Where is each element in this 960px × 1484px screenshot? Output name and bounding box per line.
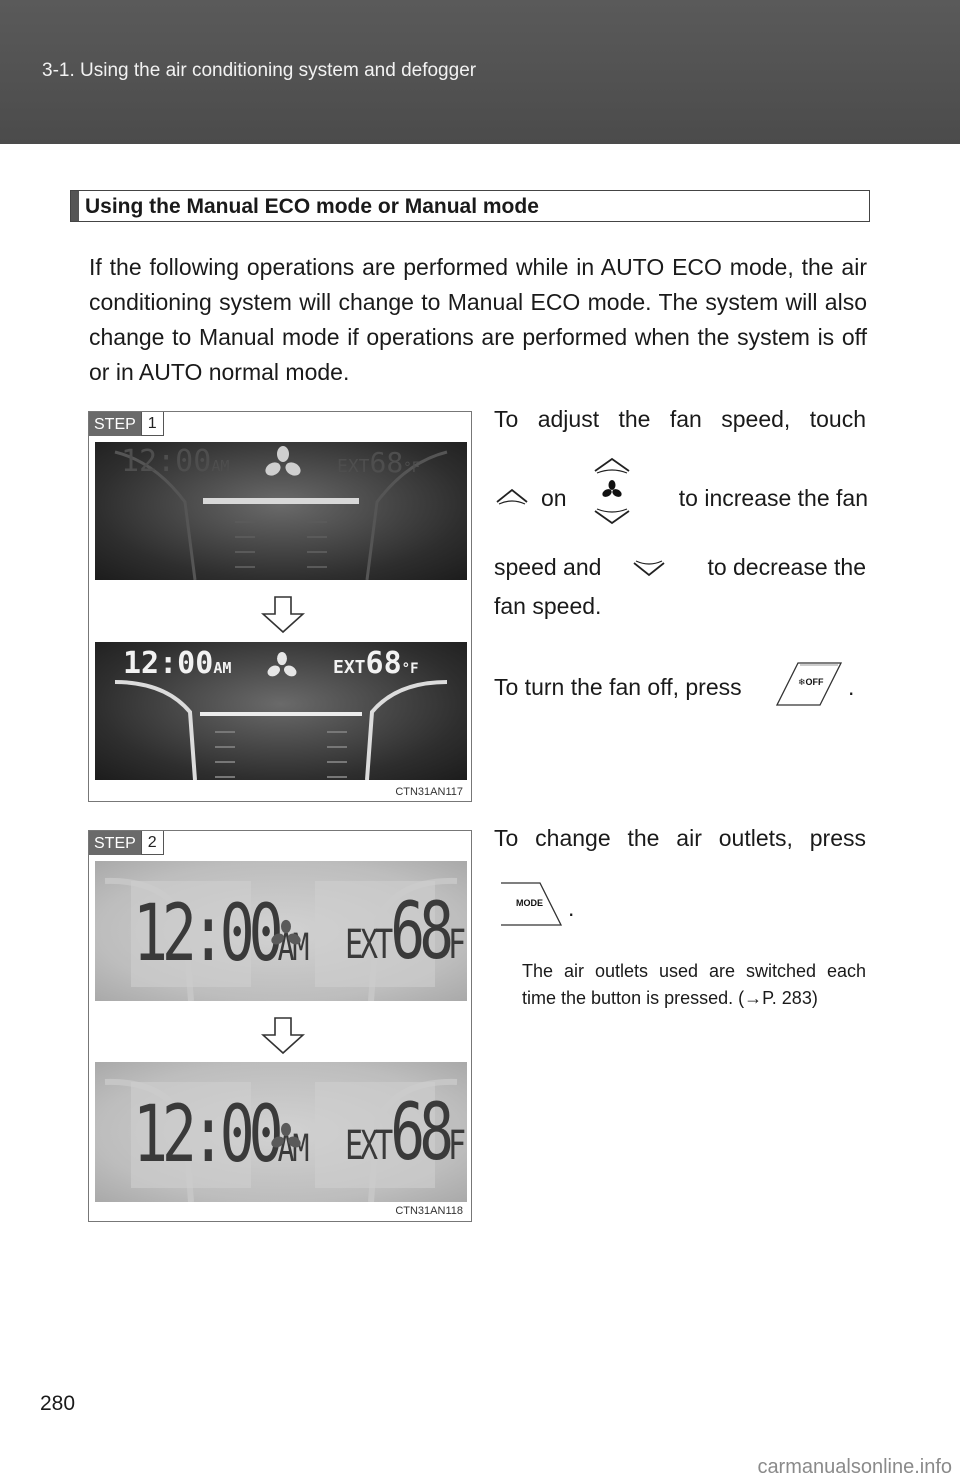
section-title-bar: [71, 191, 79, 221]
step1-tag: STEP 1: [89, 412, 164, 436]
temp-unit: °F: [403, 460, 421, 476]
off-button-label: ❄OFF: [798, 677, 824, 687]
fan-icon: [271, 1120, 301, 1158]
step1-display-before: 12:00AM EXT68°F: [95, 442, 467, 580]
time-readout: 12:00: [133, 887, 284, 979]
page-number: 280: [40, 1392, 76, 1415]
step1-text-line1: To adjust the fan speed, touch: [494, 406, 866, 432]
ampm-readout: AM: [213, 659, 232, 677]
time-readout: 12:00: [133, 1088, 284, 1180]
step2-figure: STEP 2 12:00AM EXT68F: [88, 830, 472, 1222]
ampm-readout: AM: [211, 457, 230, 475]
mode-button-icon: MODE: [500, 882, 562, 926]
arrow-down-icon: [261, 596, 305, 634]
section-title: Using the Manual ECO mode or Manual mode: [85, 195, 539, 218]
figure-code: CTN31AN118: [395, 1205, 463, 1217]
fan-icon: [267, 652, 297, 684]
mode-button-label: MODE: [516, 898, 543, 908]
period: .: [568, 895, 575, 921]
text-fan-speed: fan speed.: [494, 593, 602, 619]
ext-label: EXT: [345, 1122, 393, 1170]
step-number: 1: [140, 412, 164, 436]
text-on: on: [541, 485, 567, 511]
ext-label: EXT: [333, 657, 366, 678]
text-increase: to increase the fan: [678, 485, 868, 511]
arrow-down-icon: [261, 1017, 305, 1055]
fan-up-icon: [496, 488, 528, 505]
time-readout: 12:00: [121, 444, 212, 479]
temp-readout: 68: [369, 446, 404, 479]
fan-icon: [271, 917, 301, 955]
ext-label: EXT: [345, 921, 393, 969]
temp-readout: 68: [390, 885, 454, 977]
temp-readout: 68: [390, 1086, 454, 1178]
temp-readout: 68: [365, 646, 402, 681]
fan-speed-stepper-icon: [594, 457, 630, 525]
ampm-readout: AM: [277, 924, 310, 970]
lcd-frame: [104, 877, 458, 1001]
step-label: STEP: [89, 412, 141, 436]
fan-off-button-icon: ❄OFF: [776, 662, 842, 706]
watermark: carmanualsonline.info: [757, 1456, 952, 1478]
step-label: STEP: [89, 831, 141, 855]
page-header: 3-1. Using the air conditioning system a…: [0, 0, 960, 144]
step2-display-before: 12:00AM EXT68F: [95, 861, 467, 1001]
step2-note: The air outlets used are switched each t…: [522, 961, 866, 1008]
text-fan-off: To turn the fan off, press: [494, 674, 742, 700]
text-speed-and: speed and: [494, 554, 602, 580]
step2-text-line1: To change the air outlets, press: [494, 825, 866, 851]
dash-lines: [114, 450, 448, 580]
step1-figure: STEP 1 12:00AM: [88, 411, 472, 802]
intro-paragraph: If the following operations are performe…: [89, 254, 867, 385]
dash-lines-after: [114, 680, 448, 780]
text-decrease: to decrease the: [707, 554, 866, 580]
temp-unit: °F: [401, 661, 419, 677]
step2-display-after: 12:00AM EXT68F: [95, 1062, 467, 1202]
temp-unit: F: [448, 1122, 466, 1170]
period: .: [848, 674, 855, 700]
figure-code: CTN31AN117: [395, 786, 463, 798]
step2-tag: STEP 2: [89, 831, 164, 855]
time-readout: 12:00: [123, 646, 214, 681]
ext-label: EXT: [337, 456, 370, 477]
section-title-box: Using the Manual ECO mode or Manual mode: [70, 190, 870, 222]
fan-icon: [265, 446, 301, 484]
step1-display-after: 12:00AM EXT68°F: [95, 642, 467, 780]
chapter-title: 3-1. Using the air conditioning system a…: [42, 60, 477, 81]
step-number: 2: [140, 831, 164, 855]
lcd-frame: [104, 1078, 458, 1202]
fan-down-icon: [633, 560, 665, 577]
temp-unit: F: [448, 921, 466, 969]
